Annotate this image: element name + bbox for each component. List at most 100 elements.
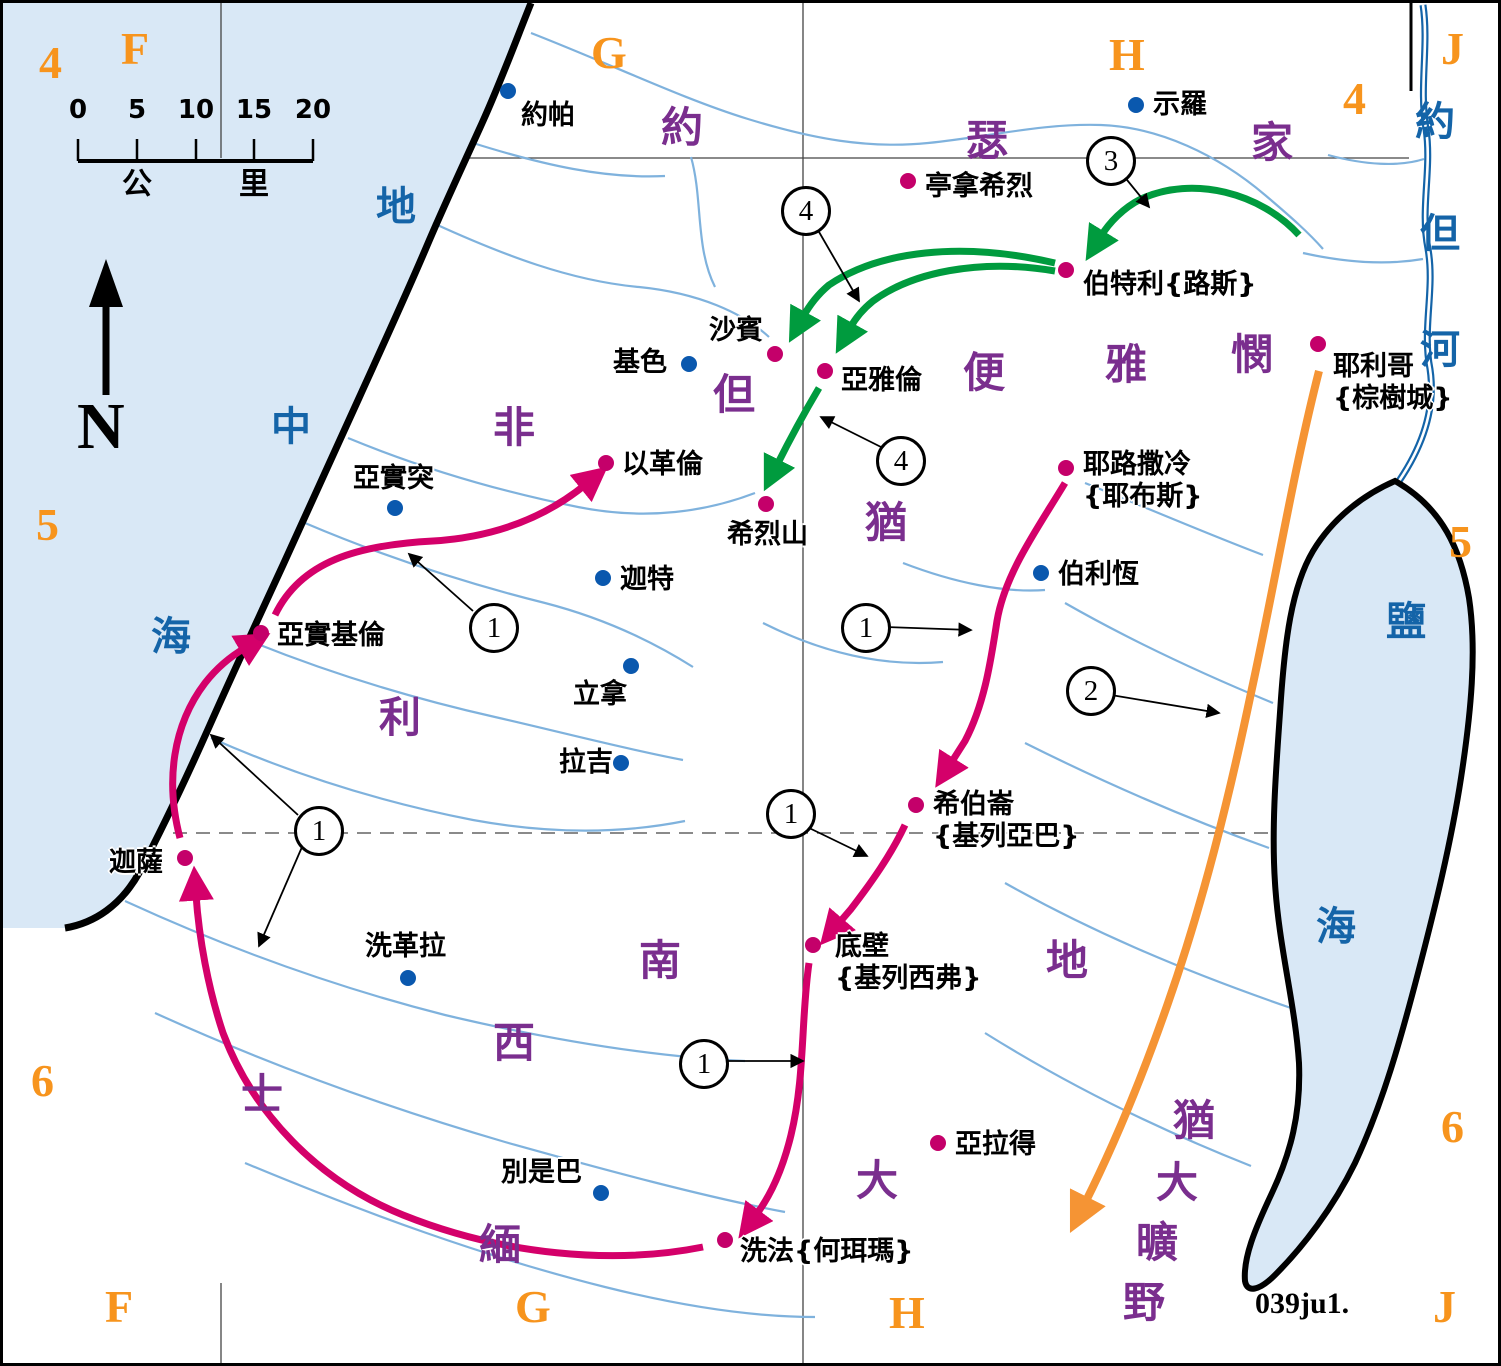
route-number-marker: 2	[1066, 666, 1116, 716]
city-label: 示羅	[1153, 89, 1207, 120]
city-label: 希伯崙{基列亞巴}	[933, 789, 1080, 853]
city-dot	[681, 356, 697, 372]
sea-name-label: 地	[376, 184, 416, 230]
rivers	[124, 31, 1425, 1319]
sea-name-label: 海	[151, 614, 191, 660]
city-dot	[500, 83, 516, 99]
scale-tick-label: 20	[294, 95, 332, 125]
region-label: 曠	[1136, 1218, 1179, 1267]
city-dot	[1128, 97, 1144, 113]
grid-label: H	[889, 1287, 925, 1338]
scale-unit-label: 里	[239, 167, 269, 202]
city-dot	[817, 363, 833, 379]
region-label: 家	[1251, 118, 1294, 167]
dead-sea	[1241, 477, 1476, 1292]
route-number-marker: 1	[469, 603, 519, 653]
route-number-marker: 1	[766, 789, 816, 839]
grid-label: 4	[39, 37, 62, 88]
route-number-marker: 1	[294, 806, 344, 856]
city-dot	[593, 1185, 609, 1201]
city-label: 底壁{基列西弗}	[835, 931, 982, 995]
annotation-arrow	[802, 824, 869, 857]
scale-tick-label: 10	[177, 95, 215, 125]
city-label: 洗法{何珥瑪}	[740, 1236, 914, 1267]
region-label: 猶	[1173, 1096, 1216, 1145]
annotation-arrow	[407, 552, 474, 612]
city-dot	[253, 625, 269, 641]
region-label: 瑟	[966, 116, 1009, 165]
coastline	[64, 3, 535, 932]
region-label: 憫	[1231, 330, 1274, 379]
city-dot	[1033, 565, 1049, 581]
city-dot	[1058, 262, 1074, 278]
region-label: 雅	[1105, 340, 1148, 389]
annotation-arrows	[209, 174, 1221, 1069]
route-number-marker: 1	[679, 1039, 729, 1089]
city-label: 亞拉得	[955, 1129, 1036, 1160]
region-label: 緬	[479, 1220, 522, 1269]
region-label: 野	[1123, 1278, 1166, 1327]
mediterranean-sea	[3, 3, 531, 928]
city-dot	[805, 937, 821, 953]
region-label: 但	[713, 370, 756, 419]
grid-label: 5	[36, 499, 59, 550]
annotation-arrow	[209, 733, 299, 816]
city-label: 立拿	[573, 679, 627, 710]
grid-label: J	[1441, 23, 1464, 74]
city-dot	[767, 346, 783, 362]
annotation-arrow	[1122, 174, 1151, 209]
sea-name-label: 鹽	[1386, 599, 1426, 645]
route-magenta-segment	[819, 823, 909, 946]
city-dot	[595, 570, 611, 586]
annotation-arrow	[814, 224, 860, 303]
city-label: 伯利恆	[1058, 559, 1139, 590]
annotation-arrow	[1110, 694, 1221, 719]
scale-tick-label: 0	[68, 95, 88, 125]
city-label: 耶路撒冷{耶布斯}	[1083, 449, 1203, 513]
city-dot	[717, 1232, 733, 1248]
city-label: 別是巴	[501, 1157, 582, 1188]
city-dot	[1310, 336, 1326, 352]
region-label: 約	[661, 103, 704, 152]
grid-label: 4	[1343, 73, 1366, 124]
grid-label: 6	[31, 1055, 54, 1106]
grid-label: F	[105, 1281, 134, 1332]
city-label: 以革倫	[622, 449, 703, 480]
route-magenta-segment	[178, 865, 704, 1260]
city-dot	[908, 797, 924, 813]
city-dot	[387, 500, 403, 516]
sea-name-label: 河	[1420, 327, 1460, 373]
scale-unit-label: 公	[122, 167, 152, 202]
route-green-segment	[788, 247, 1056, 343]
route-magenta-segment	[271, 466, 608, 617]
city-label: 約帕	[521, 100, 575, 131]
route-number-marker: 1	[841, 603, 891, 653]
map-code-label: 039ju1.	[1255, 1287, 1350, 1320]
city-dot	[400, 970, 416, 986]
scale-tick-label: 5	[127, 95, 147, 125]
route-green-segment	[1085, 184, 1302, 262]
city-label: 洗革拉	[365, 931, 446, 962]
region-label: 南	[639, 936, 682, 985]
route-green	[763, 184, 1302, 492]
route-number-marker: 4	[781, 186, 831, 236]
grid-label: 5	[1449, 516, 1472, 567]
city-dot	[1058, 460, 1074, 476]
north-label: N	[77, 390, 125, 463]
route-orange	[1069, 370, 1323, 1234]
route-number-marker: 4	[876, 436, 926, 486]
scale-bar	[76, 139, 315, 163]
city-dot	[598, 455, 614, 471]
city-dot	[623, 658, 639, 674]
region-label: 大	[856, 1156, 899, 1205]
region-label: 士	[241, 1070, 284, 1119]
city-label: 迦薩	[109, 847, 163, 878]
city-dot	[613, 755, 629, 771]
jordan-river	[1396, 4, 1435, 483]
sea-name-label: 中	[271, 404, 311, 450]
scale-tick-label: 15	[235, 95, 273, 125]
city-label: 亞雅倫	[841, 365, 922, 396]
city-label: 耶利哥{棕樹城}	[1333, 351, 1453, 415]
route-green-segment	[763, 386, 823, 492]
region-label: 大	[1156, 1158, 1199, 1207]
